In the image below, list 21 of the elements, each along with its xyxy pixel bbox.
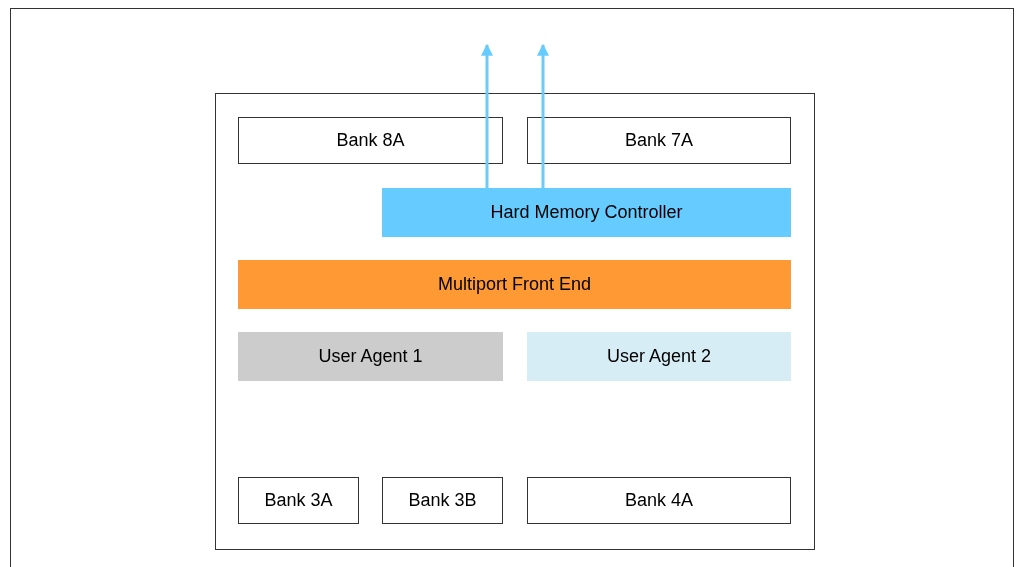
block-label: Hard Memory Controller — [490, 202, 683, 223]
block-label: Bank 4A — [624, 490, 693, 511]
controller-block — [382, 188, 791, 237]
arrow — [481, 43, 493, 188]
bank-box — [238, 477, 359, 524]
arrow — [537, 43, 549, 188]
chip-outline — [215, 93, 815, 550]
bank-box — [238, 117, 503, 164]
front-end-block — [238, 260, 791, 309]
block-label: Bank 3A — [264, 490, 333, 511]
bank-box — [382, 477, 503, 524]
block-label: Bank 3B — [408, 490, 477, 511]
user-agent-block — [238, 332, 503, 381]
user-agent-block — [527, 332, 791, 381]
block-label: Bank 8A — [336, 130, 405, 151]
block-label: User Agent 2 — [606, 346, 712, 367]
block-label: Bank 7A — [624, 130, 693, 151]
bank-box — [527, 477, 791, 524]
bank-box — [527, 117, 791, 164]
block-label: User Agent 1 — [318, 346, 423, 367]
block-label: Multiport Front End — [437, 274, 592, 295]
